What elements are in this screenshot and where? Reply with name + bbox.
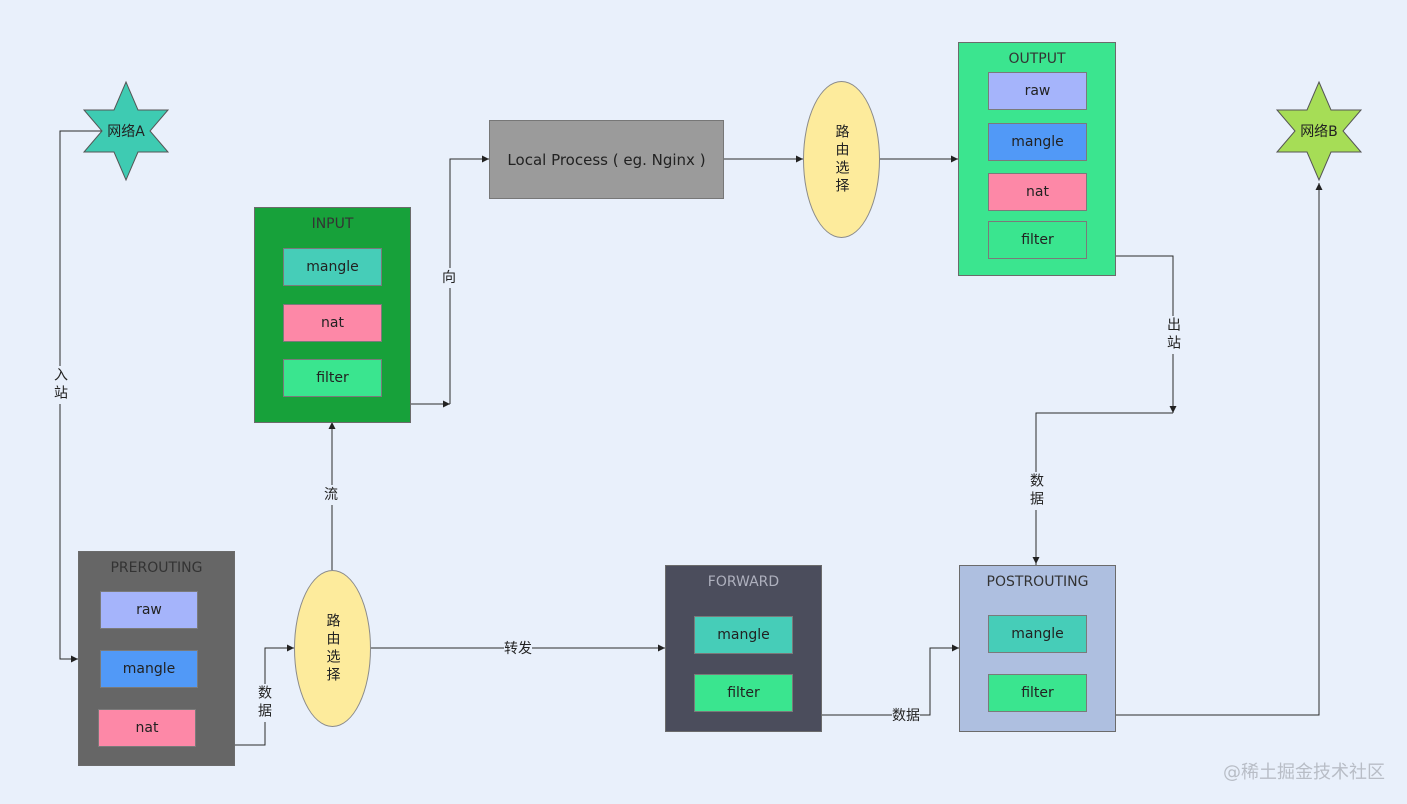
routing-decision-output[interactable]: 路由选择 [803, 81, 880, 238]
star-icon [1275, 80, 1363, 182]
edge-label-data: 数据 [255, 684, 273, 722]
table-mangle[interactable]: mangle [694, 616, 793, 654]
table-filter[interactable]: filter [988, 221, 1087, 259]
edge-forward-to-postrouting [809, 644, 959, 716]
network-a-node[interactable]: 网络A [80, 80, 172, 182]
edge-label-data: 数据 [892, 706, 920, 726]
routing-label: 路由选择 [324, 612, 341, 685]
edge-label-data: 数据 [1027, 472, 1045, 510]
edge-output-to-postrouting [1104, 255, 1177, 413]
chain-output[interactable]: OUTPUT raw mangle nat filter [958, 42, 1116, 276]
edge-label-flow: 流 [324, 485, 338, 505]
chain-title: POSTROUTING [986, 574, 1089, 590]
network-b-node[interactable]: 网络B [1273, 80, 1365, 182]
edge-label-to: 向 [442, 268, 456, 288]
chain-postrouting[interactable]: POSTROUTING mangle filter [959, 565, 1116, 732]
network-b-label: 网络B [1300, 124, 1338, 140]
table-mangle[interactable]: mangle [100, 650, 198, 688]
table-filter[interactable]: filter [694, 674, 793, 712]
chain-forward[interactable]: FORWARD mangle filter [665, 565, 822, 732]
routing-label: 路由选择 [833, 123, 850, 196]
table-mangle[interactable]: mangle [283, 248, 382, 286]
chain-input[interactable]: INPUT mangle nat filter [254, 207, 411, 423]
table-raw[interactable]: raw [100, 591, 198, 629]
chain-title: INPUT [311, 216, 354, 232]
edge-label-outbound: 出站 [1164, 316, 1182, 354]
chain-title: OUTPUT [1008, 51, 1066, 67]
table-nat[interactable]: nat [283, 304, 382, 342]
table-mangle[interactable]: mangle [988, 123, 1087, 161]
local-process-label: Local Process ( eg. Nginx ) [507, 150, 706, 169]
edge-postrouting-to-network-b [1104, 183, 1323, 716]
chain-title: FORWARD [707, 574, 780, 590]
table-nat[interactable]: nat [988, 173, 1087, 211]
table-filter[interactable]: filter [988, 674, 1087, 712]
routing-decision-input[interactable]: 路由选择 [294, 570, 371, 727]
chain-title: PREROUTING [110, 560, 203, 576]
network-a-label: 网络A [107, 124, 145, 140]
edge-label-inbound: 入站 [51, 366, 69, 404]
edge-label-forward: 转发 [504, 639, 532, 659]
table-filter[interactable]: filter [283, 359, 382, 397]
table-nat[interactable]: nat [98, 709, 196, 747]
table-raw[interactable]: raw [988, 72, 1087, 110]
star-icon [82, 80, 170, 182]
table-mangle[interactable]: mangle [988, 615, 1087, 653]
chain-prerouting[interactable]: PREROUTING raw mangle nat [78, 551, 235, 766]
watermark: @稀土掘金技术社区 [1223, 762, 1385, 783]
local-process-node[interactable]: Local Process ( eg. Nginx ) [489, 120, 724, 199]
